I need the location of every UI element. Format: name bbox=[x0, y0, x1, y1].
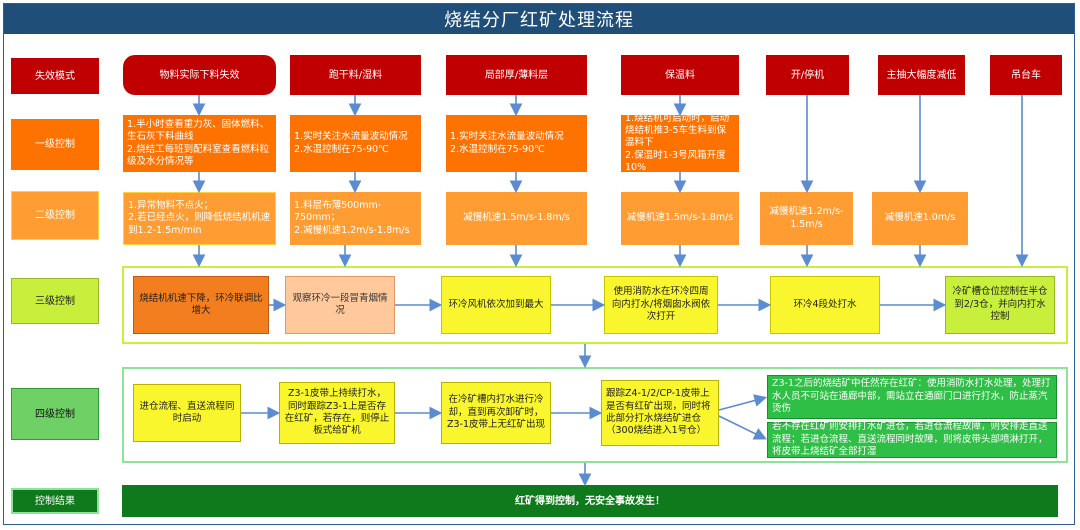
page-title: 烧结分厂红矿处理流程 bbox=[4, 4, 1074, 34]
mode-material-feed: 物料实际下料失效 bbox=[123, 55, 276, 95]
result-text: 红矿得到控制，无安全事故发生！ bbox=[515, 495, 665, 507]
level1-thickness: 1.实时关注水流量波动情况 2.水温控制在75-90℃ bbox=[446, 115, 587, 172]
mode-dry-wet-material: 跑干料/湿料 bbox=[290, 55, 421, 95]
level4-step-1: 进仓流程、直送流程同时启动 bbox=[133, 384, 241, 442]
row-label-result: 控制结果 bbox=[11, 488, 99, 514]
level2-material-feed: 1.异常物料不点火； 2.若已经点火，则降低烧结机机速到1.2-1.5m/min bbox=[123, 192, 276, 245]
mode-main-exhaust-drop: 主抽大幅度减低 bbox=[878, 55, 965, 95]
level3-step-5: 环冷4段处打水 bbox=[770, 276, 880, 334]
level4-branch-no-red-ore: 若不存在红矿则安排打水矿进仓，若进仓流程故障，则安排走直送流程；若进仓流程、直送… bbox=[767, 421, 1057, 458]
level2-main-exhaust: 减慢机速1.0m/s bbox=[872, 192, 968, 245]
level2-dry-wet: 1.料层布薄500mm-750mm； 2.减慢机速1.2m/s-1.8m/s bbox=[290, 192, 421, 245]
level3-step-6: 冷矿槽仓位控制在半仓到2/3仓，并向内打水控制 bbox=[945, 276, 1055, 334]
row-label-failure-mode: 失效模式 bbox=[11, 58, 99, 94]
level4-step-2: Z3-1皮带上持续打水，同时跟踪Z3-1上是否存在红矿，若存在，则停止板式给矿机 bbox=[279, 382, 395, 444]
mode-start-stop: 开/停机 bbox=[766, 55, 849, 95]
row-label-level2: 二级控制 bbox=[11, 191, 99, 240]
mode-hanging-trolley: 吊台车 bbox=[990, 55, 1062, 95]
level4-step-4: 跟踪Z4-1/2/CP-1皮带上是否有红矿出现，同时将此部分打水烧结矿进仓（30… bbox=[601, 380, 719, 446]
level4-step-3: 在冷矿槽内打水进行冷却，直到再次卸矿时，Z3-1皮带上无红矿出现 bbox=[441, 382, 551, 444]
level3-step-4: 使用消防水在环冷四周向内打水/将烟囱水阀依次打开 bbox=[604, 276, 718, 334]
level1-dry-wet: 1.实时关注水流量波动情况 2.水温控制在75-90℃ bbox=[290, 115, 421, 172]
level2-insulation: 减慢机速1.5m/s-1.8m/s bbox=[621, 192, 739, 245]
level3-step-3: 环冷风机依次加到最大 bbox=[441, 276, 551, 334]
level1-insulation: 1.烧结机可启动时，启动烧结机推3-5车生料到保温料下 2.保温时1-3号风箱开… bbox=[621, 113, 739, 173]
row-label-level1: 一级控制 bbox=[11, 119, 99, 170]
level2-thickness: 减慢机速1.5m/s-1.8m/s bbox=[446, 192, 587, 245]
level1-material-feed: 1.半小时查看重力灰、固体燃料、生石灰下料曲线 2.烧结工每班到配料室查看燃料粒… bbox=[123, 115, 276, 172]
level3-step-2: 观察环冷一段冒青烟情况 bbox=[285, 276, 395, 334]
level2-start-stop: 减慢机速1.2m/s-1.5m/s bbox=[760, 192, 853, 245]
result-band bbox=[122, 485, 1058, 517]
level4-branch-red-ore-present: Z3-1之后的烧结矿中任然存在红矿：使用消防水打水处理，处理打水人员不可站在通廊… bbox=[767, 375, 1057, 419]
row-label-level3: 三级控制 bbox=[11, 278, 99, 324]
level3-step-1: 烧结机机速下降，环冷联调比增大 bbox=[133, 276, 269, 334]
row-label-level4: 四级控制 bbox=[11, 388, 99, 440]
mode-local-thickness: 局部厚/薄料层 bbox=[446, 55, 587, 95]
mode-insulation-material: 保温料 bbox=[621, 55, 739, 95]
